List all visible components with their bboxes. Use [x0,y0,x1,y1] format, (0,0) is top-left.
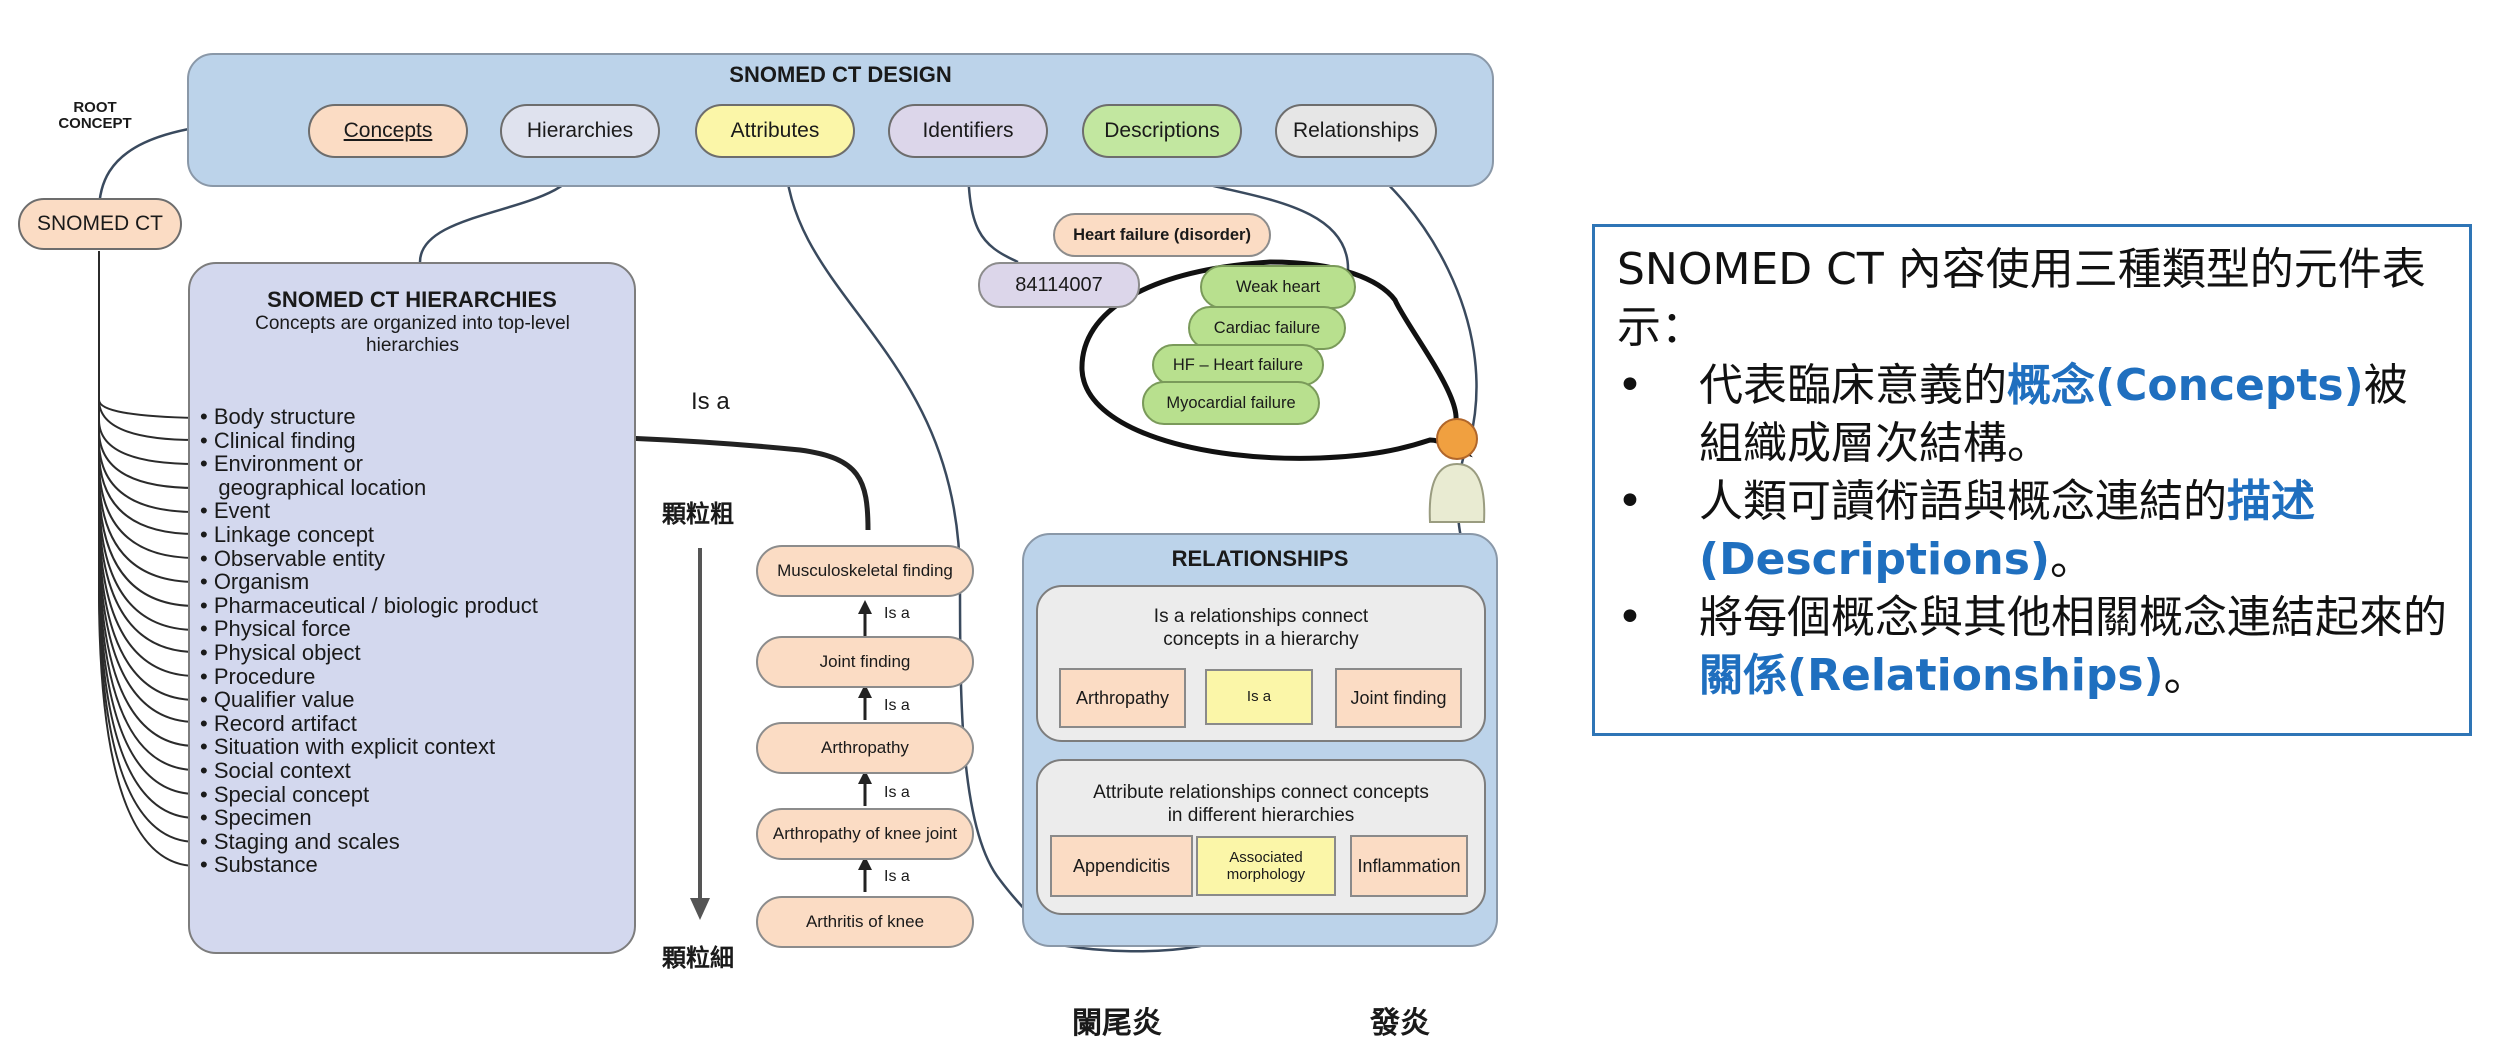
hierarchy-list: • Body structure• Clinical finding• Envi… [200,405,538,877]
isa-source-arthropathy: Arthropathy [1059,668,1186,728]
hierarchy-item: • Physical force [200,616,351,642]
hierarchies-subtitle: Concepts are organized into top-level hi… [255,313,570,356]
snomed-ct-root-node: SNOMED CT [18,198,182,250]
concept-id: 84114007 [978,262,1140,308]
attribute-source-appendicitis: Appendicitis [1050,835,1193,897]
hierarchy-item: • Situation with explicit context [200,734,496,760]
preferred-term: Heart failure (disorder) [1053,213,1271,257]
chain-isa-label: Is a [884,605,910,622]
summary-bullet-concepts: • 代表臨床意義的概念(Concepts)被組織成層次結構。 [1617,357,2447,473]
hierarchy-item: • Body structure [200,404,356,429]
hierarchy-item: • Pharmaceutical / biologic product [200,592,538,618]
appendicitis-cjk-label: 闌尾炎 [1072,1006,1162,1041]
bullet-text: 代表臨床意義的 [1699,360,2007,411]
design-title: SNOMED CT DESIGN [729,62,952,87]
bullet-text: 將每個概念與其他相關概念連結起來的 [1699,592,2447,643]
root-concept-label: ROOT CONCEPT [58,99,132,132]
chain-node-arthritis-of-knee: Arthritis of knee [756,896,974,948]
relationships-title: RELATIONSHIPS [1171,546,1349,571]
hierarchy-item: • Staging and scales [200,828,400,854]
chain-node-arthropathy-of-knee-joint: Arthropathy of knee joint [756,808,974,860]
attribute-relationship-text: Attribute relationships connect concepts… [1093,782,1429,826]
bullet-text: 。 [2163,650,2208,701]
bullet-text: 。 [2050,534,2094,585]
highlight-descriptions: 描述(Descriptions) [1699,476,2315,585]
isa-target-joint-finding: Joint finding [1335,668,1462,728]
hierarchy-item: • Physical object [200,639,361,665]
hierarchy-item: • Clinical finding [200,427,356,453]
chain-node-musculoskeletal-finding: Musculoskeletal finding [756,545,974,597]
hierarchy-item: • Specimen [200,805,312,831]
bullet-text: 人類可讀術語與概念連結的 [1699,476,2227,527]
hierarchies-title: SNOMED CT HIERARCHIES [267,287,557,312]
attribute-relation-associated-morphology: Associated morphology [1196,836,1336,896]
chain-node-arthropathy: Arthropathy [756,722,974,774]
summary-text-panel: SNOMED CT 內容使用三種類型的元件表示： • 代表臨床意義的概念(Conc… [1592,224,2472,736]
isa-relation-label: Is a [1205,669,1313,725]
chain-isa-label: Is a [884,784,910,801]
hierarchy-item: • Social context [200,757,351,783]
hierarchy-item: • Special concept [200,781,370,807]
hierarchy-item: geographical location [200,474,427,500]
hierarchy-item: • Event [200,498,271,524]
chain-isa-label: Is a [884,697,910,714]
isa-relationship-text: Is a relationships connect concepts in a… [1153,606,1369,650]
relationships-pill: Relationships [1275,104,1437,158]
bullet-dot: • [1617,592,1643,643]
summary-intro: SNOMED CT 內容使用三種類型的元件表示： [1617,244,2426,353]
hierarchy-item: • Qualifier value [200,687,355,713]
hierarchies-panel: SNOMED CT HIERARCHIES Concepts are organ… [188,262,636,954]
summary-bullet-descriptions: • 人類可讀術語與概念連結的描述(Descriptions)。 [1617,473,2447,589]
descriptions-pill: Descriptions [1082,104,1242,158]
hierarchy-item: • Organism [200,569,310,595]
hierarchy-item: • Observable entity [200,545,386,571]
highlight-concepts: 概念(Concepts) [2007,360,2364,411]
hierarchy-item: • Environment or [200,451,363,477]
hierarchy-item: • Procedure [200,663,316,689]
synonym-hf-heart-failure: HF – Heart failure [1152,344,1324,386]
synonym-myocardial-failure: Myocardial failure [1142,381,1320,425]
attributes-pill: Attributes [695,104,855,158]
identifiers-pill: Identifiers [888,104,1048,158]
coarse-granularity-label: 顆粒粗 [662,500,734,528]
synonym-weak-heart: Weak heart [1200,265,1356,309]
hierarchy-item: • Record artifact [200,710,357,736]
highlight-relationships: 關係(Relationships) [1699,650,2164,701]
bullet-text: 被組織成層次結構。 [1699,360,2408,469]
inflammation-cjk-label: 發炎 [1370,1006,1430,1041]
bullet-dot: • [1617,360,1643,411]
concepts-pill: Concepts [308,104,468,158]
chain-node-joint-finding: Joint finding [756,636,974,688]
isa-label: Is a [691,388,730,415]
hierarchies-pill: Hierarchies [500,104,660,158]
bullet-dot: • [1617,476,1643,527]
hierarchy-item: • Substance [200,852,318,878]
synonym-cardiac-failure: Cardiac failure [1188,306,1346,350]
chain-isa-label: Is a [884,868,910,885]
fine-granularity-label: 顆粒細 [662,944,734,972]
summary-bullet-relationships: • 將每個概念與其他相關概念連結起來的關係(Relationships)。 [1617,589,2447,705]
hierarchy-item: • Linkage concept [200,521,375,547]
person-icon [1428,418,1486,523]
attribute-target-inflammation: Inflammation [1350,835,1468,897]
